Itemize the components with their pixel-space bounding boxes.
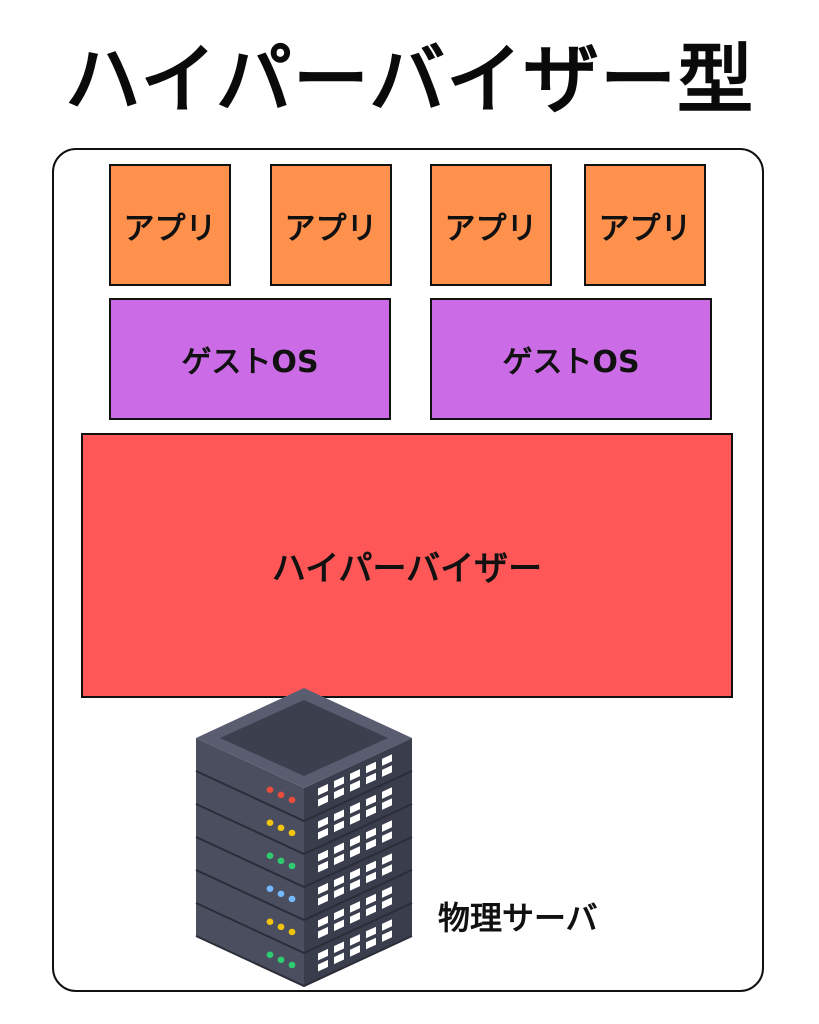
physical-server-label: 物理サーバ (438, 899, 598, 937)
app-box-4: アプリ (584, 164, 706, 286)
guest-os-box-2: ゲストOS (430, 298, 712, 420)
server-rack-icon (195, 688, 413, 988)
app-box-3: アプリ (430, 164, 552, 286)
hypervisor-box: ハイパーバイザー (81, 433, 733, 698)
app-box-1: アプリ (109, 164, 231, 286)
diagram-title: ハイパーバイザー型 (64, 35, 755, 124)
guest-os-box-1: ゲストOS (109, 298, 391, 420)
app-box-2: アプリ (270, 164, 392, 286)
